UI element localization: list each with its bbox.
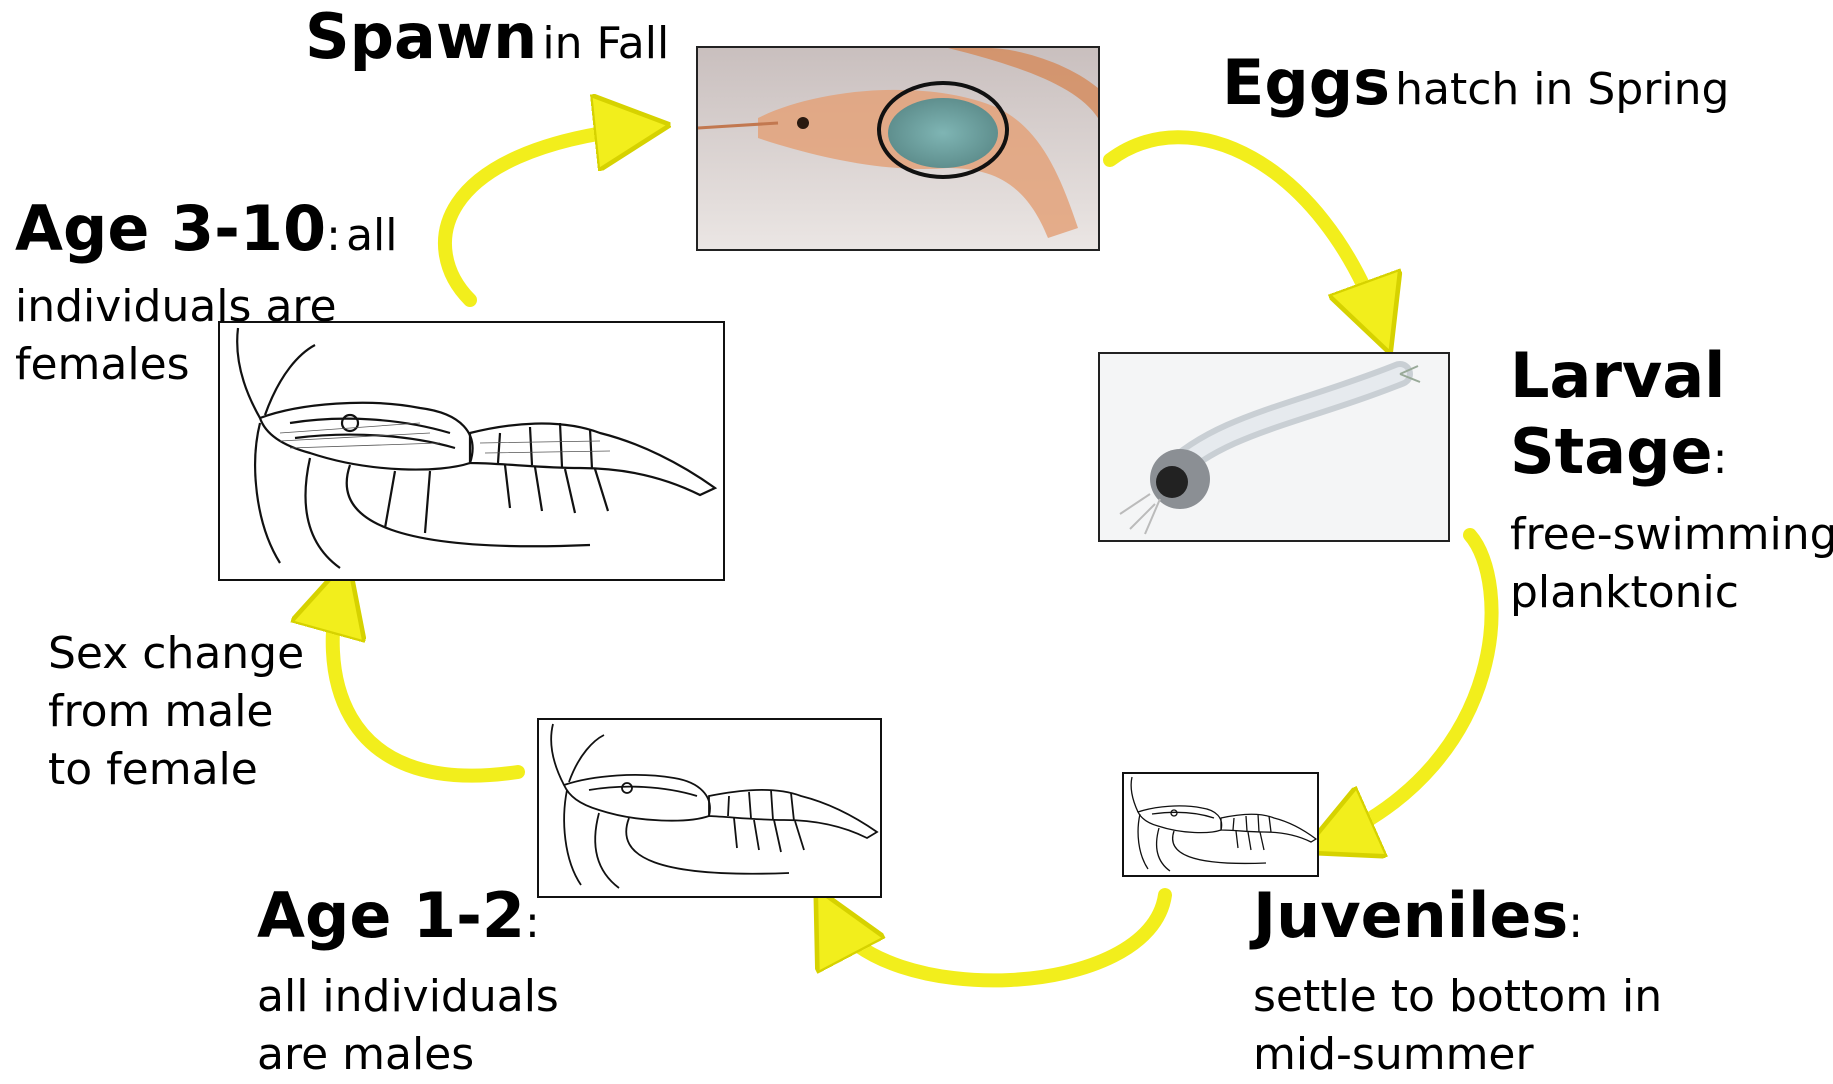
arrow-age310-to-spawn bbox=[445, 128, 640, 300]
shrimp-drawing-icon bbox=[1124, 774, 1317, 875]
shrimp-with-eggs-icon bbox=[698, 48, 1098, 249]
larva-icon bbox=[1100, 354, 1448, 540]
larval-colon: : bbox=[1713, 433, 1728, 484]
age12-title: Age 1-2 bbox=[257, 879, 525, 952]
age310-desc-inline: all bbox=[346, 210, 397, 261]
spawn-label: Spawn in Fall bbox=[305, 6, 669, 68]
larval-label: Larval Stage: free-swimming, planktonic bbox=[1510, 338, 1833, 622]
juveniles-label: Juveniles: settle to bottom in mid-summe… bbox=[1253, 880, 1662, 1084]
larval-title-line2: Stage bbox=[1510, 415, 1713, 488]
arrow-larval-to-juveniles bbox=[1330, 535, 1492, 840]
shrimp-drawing-icon bbox=[539, 720, 880, 896]
sex-change-line1: Sex change bbox=[48, 625, 304, 683]
sex-change-line2: from male bbox=[48, 683, 304, 741]
spawn-title: Spawn bbox=[305, 0, 537, 73]
life-cycle-diagram: Spawn in Fall Eggs hatch in Spring Larva… bbox=[0, 0, 1833, 1052]
age12-desc-line1: all individuals bbox=[257, 968, 559, 1026]
age12-desc-line2: are males bbox=[257, 1026, 559, 1084]
sex-change-line3: to female bbox=[48, 741, 304, 799]
male-shrimp-drawing bbox=[537, 718, 882, 898]
age310-title: Age 3-10 bbox=[15, 192, 326, 265]
age310-desc-line2: females bbox=[15, 336, 398, 394]
juveniles-colon: : bbox=[1568, 897, 1583, 948]
arrow-juveniles-to-age12 bbox=[830, 895, 1165, 980]
larval-desc-line1: free-swimming, bbox=[1510, 506, 1833, 564]
age310-colon: : bbox=[326, 210, 341, 261]
arrow-age12-to-age310 bbox=[333, 588, 518, 776]
eggs-label: Eggs hatch in Spring bbox=[1222, 52, 1729, 114]
age12-label: Age 1-2: all individuals are males bbox=[257, 880, 559, 1084]
arrow-spawn-to-eggs bbox=[1110, 137, 1380, 325]
age12-colon: : bbox=[525, 897, 540, 948]
spawn-photo bbox=[696, 46, 1100, 251]
larval-desc-line2: planktonic bbox=[1510, 564, 1833, 622]
eggs-subtitle: hatch in Spring bbox=[1395, 64, 1729, 115]
spawn-subtitle: in Fall bbox=[542, 18, 669, 69]
larval-title-line1: Larval bbox=[1510, 338, 1833, 414]
age310-desc-line1: individuals are bbox=[15, 278, 398, 336]
eggs-title: Eggs bbox=[1222, 46, 1390, 119]
juvenile-shrimp-drawing bbox=[1122, 772, 1319, 877]
juveniles-desc-line1: settle to bottom in bbox=[1253, 968, 1662, 1026]
juveniles-title: Juveniles bbox=[1253, 879, 1568, 952]
sex-change-label: Sex change from male to female bbox=[48, 625, 304, 799]
age310-label: Age 3-10: all individuals are females bbox=[15, 196, 398, 394]
larva-photo bbox=[1098, 352, 1450, 542]
juveniles-desc-line2: mid-summer bbox=[1253, 1026, 1662, 1084]
